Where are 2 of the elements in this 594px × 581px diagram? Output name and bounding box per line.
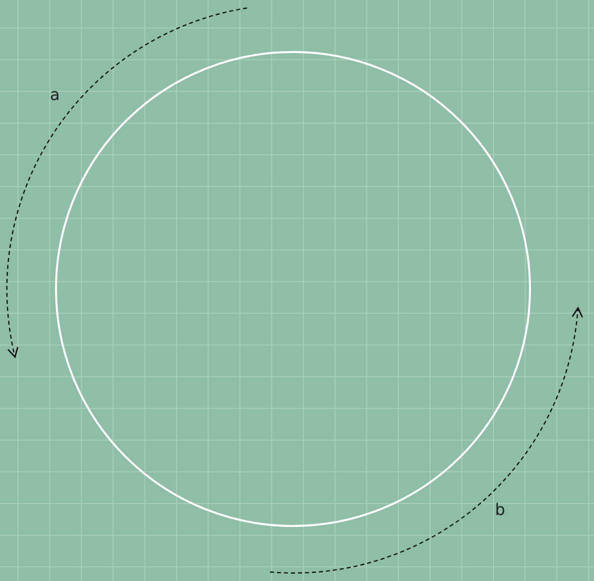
rotation-label: b xyxy=(495,502,506,518)
rotation-label: a xyxy=(50,87,60,103)
